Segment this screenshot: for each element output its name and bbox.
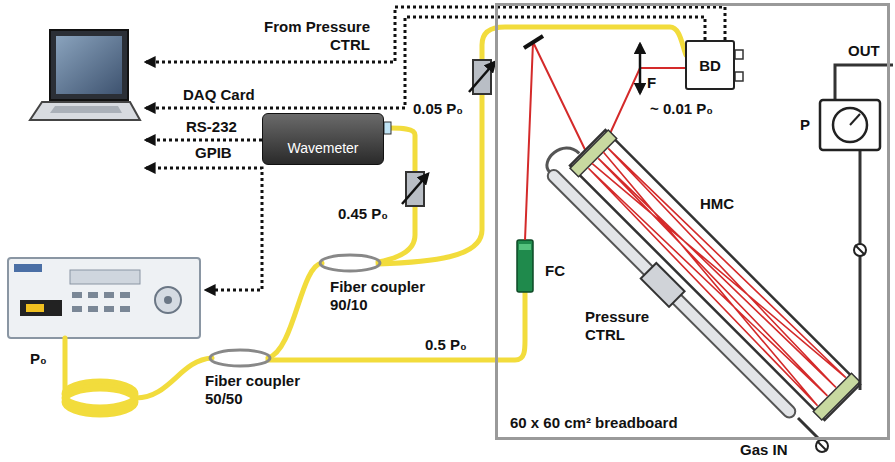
power-fraction: 0.05 P₀ — [413, 100, 463, 118]
detector-port — [735, 50, 743, 81]
node-text: Wavemeter — [287, 140, 358, 156]
signal-name: DAQ Card — [183, 86, 255, 104]
breadboard: 60 x 60 cm² breadboard BD — [495, 3, 890, 440]
pressure-gauge — [820, 100, 880, 150]
attenuator — [402, 60, 495, 206]
part-name: Pressure CTRL — [585, 308, 657, 344]
lens — [639, 44, 642, 93]
signal-name: RS-232 — [186, 118, 237, 136]
port-name: OUT — [848, 42, 880, 60]
node-text: 60 x 60 cm² breadboard — [510, 414, 678, 431]
signal-name: From Pressure CTRL — [230, 18, 370, 54]
mirror — [524, 36, 543, 48]
node-text: BD — [699, 57, 721, 74]
laptop — [30, 30, 140, 120]
part-name: HMC — [700, 195, 734, 213]
multipass-cell — [534, 114, 861, 441]
port-name: Gas IN — [740, 441, 788, 459]
power-fraction: ~ 0.01 P₀ — [650, 100, 713, 118]
part-name: Fiber coupler 50/50 — [205, 372, 315, 408]
part-name: FC — [545, 262, 565, 280]
wavemeter-box: Wavemeter — [262, 113, 384, 165]
gas-line — [798, 65, 893, 440]
part-name: Fiber coupler 90/10 — [330, 278, 440, 314]
signal-name: GPIB — [195, 144, 232, 162]
fiber-collimator — [517, 240, 533, 292]
valve — [816, 244, 866, 452]
power-fraction: 0.45 P₀ — [338, 205, 388, 223]
power-fraction: P₀ — [30, 350, 47, 368]
data-cable — [146, 7, 725, 290]
part-name: P — [800, 116, 810, 134]
detector-box: BD — [685, 40, 735, 90]
fiber-port — [384, 122, 391, 134]
power-fraction: 0.5 P₀ — [425, 336, 467, 354]
laser-controller — [8, 258, 200, 338]
part-name: F — [647, 74, 656, 92]
